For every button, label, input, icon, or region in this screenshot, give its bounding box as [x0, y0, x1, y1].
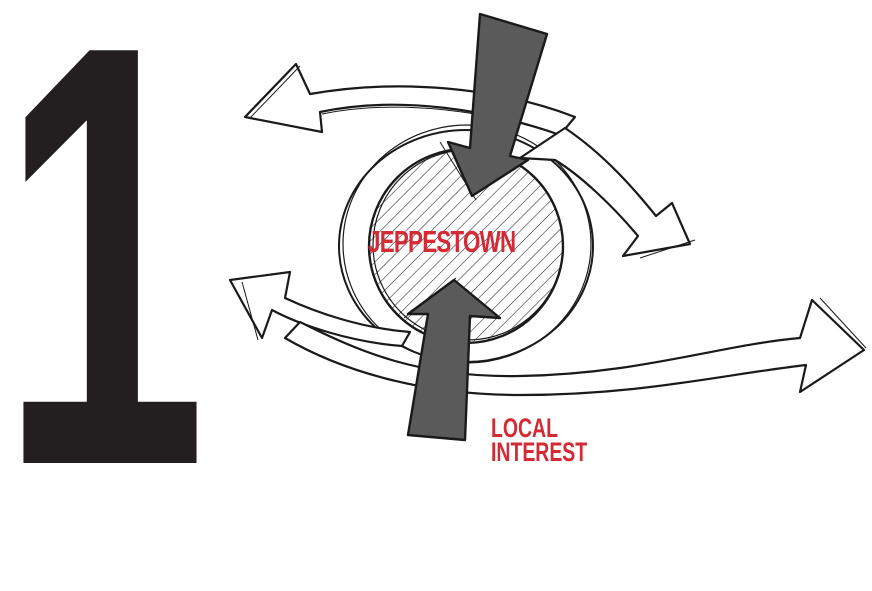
- arrow-top-right: [518, 126, 692, 258]
- sketch-diagram: [228, 12, 867, 442]
- secondary-label-line2: INTEREST: [491, 437, 588, 467]
- arrow-bottom-right: [283, 298, 866, 397]
- sketch-strokes: [241, 65, 867, 349]
- secondary-label-line1: LOCAL: [491, 413, 558, 443]
- arrow-top-inward: [446, 12, 549, 198]
- center-label: JEPPESTOWN: [368, 224, 516, 259]
- secondary-label: LOCAL INTEREST: [491, 413, 635, 467]
- diagram-canvas: 1: [0, 0, 867, 556]
- arrow-lower-left: [228, 270, 412, 348]
